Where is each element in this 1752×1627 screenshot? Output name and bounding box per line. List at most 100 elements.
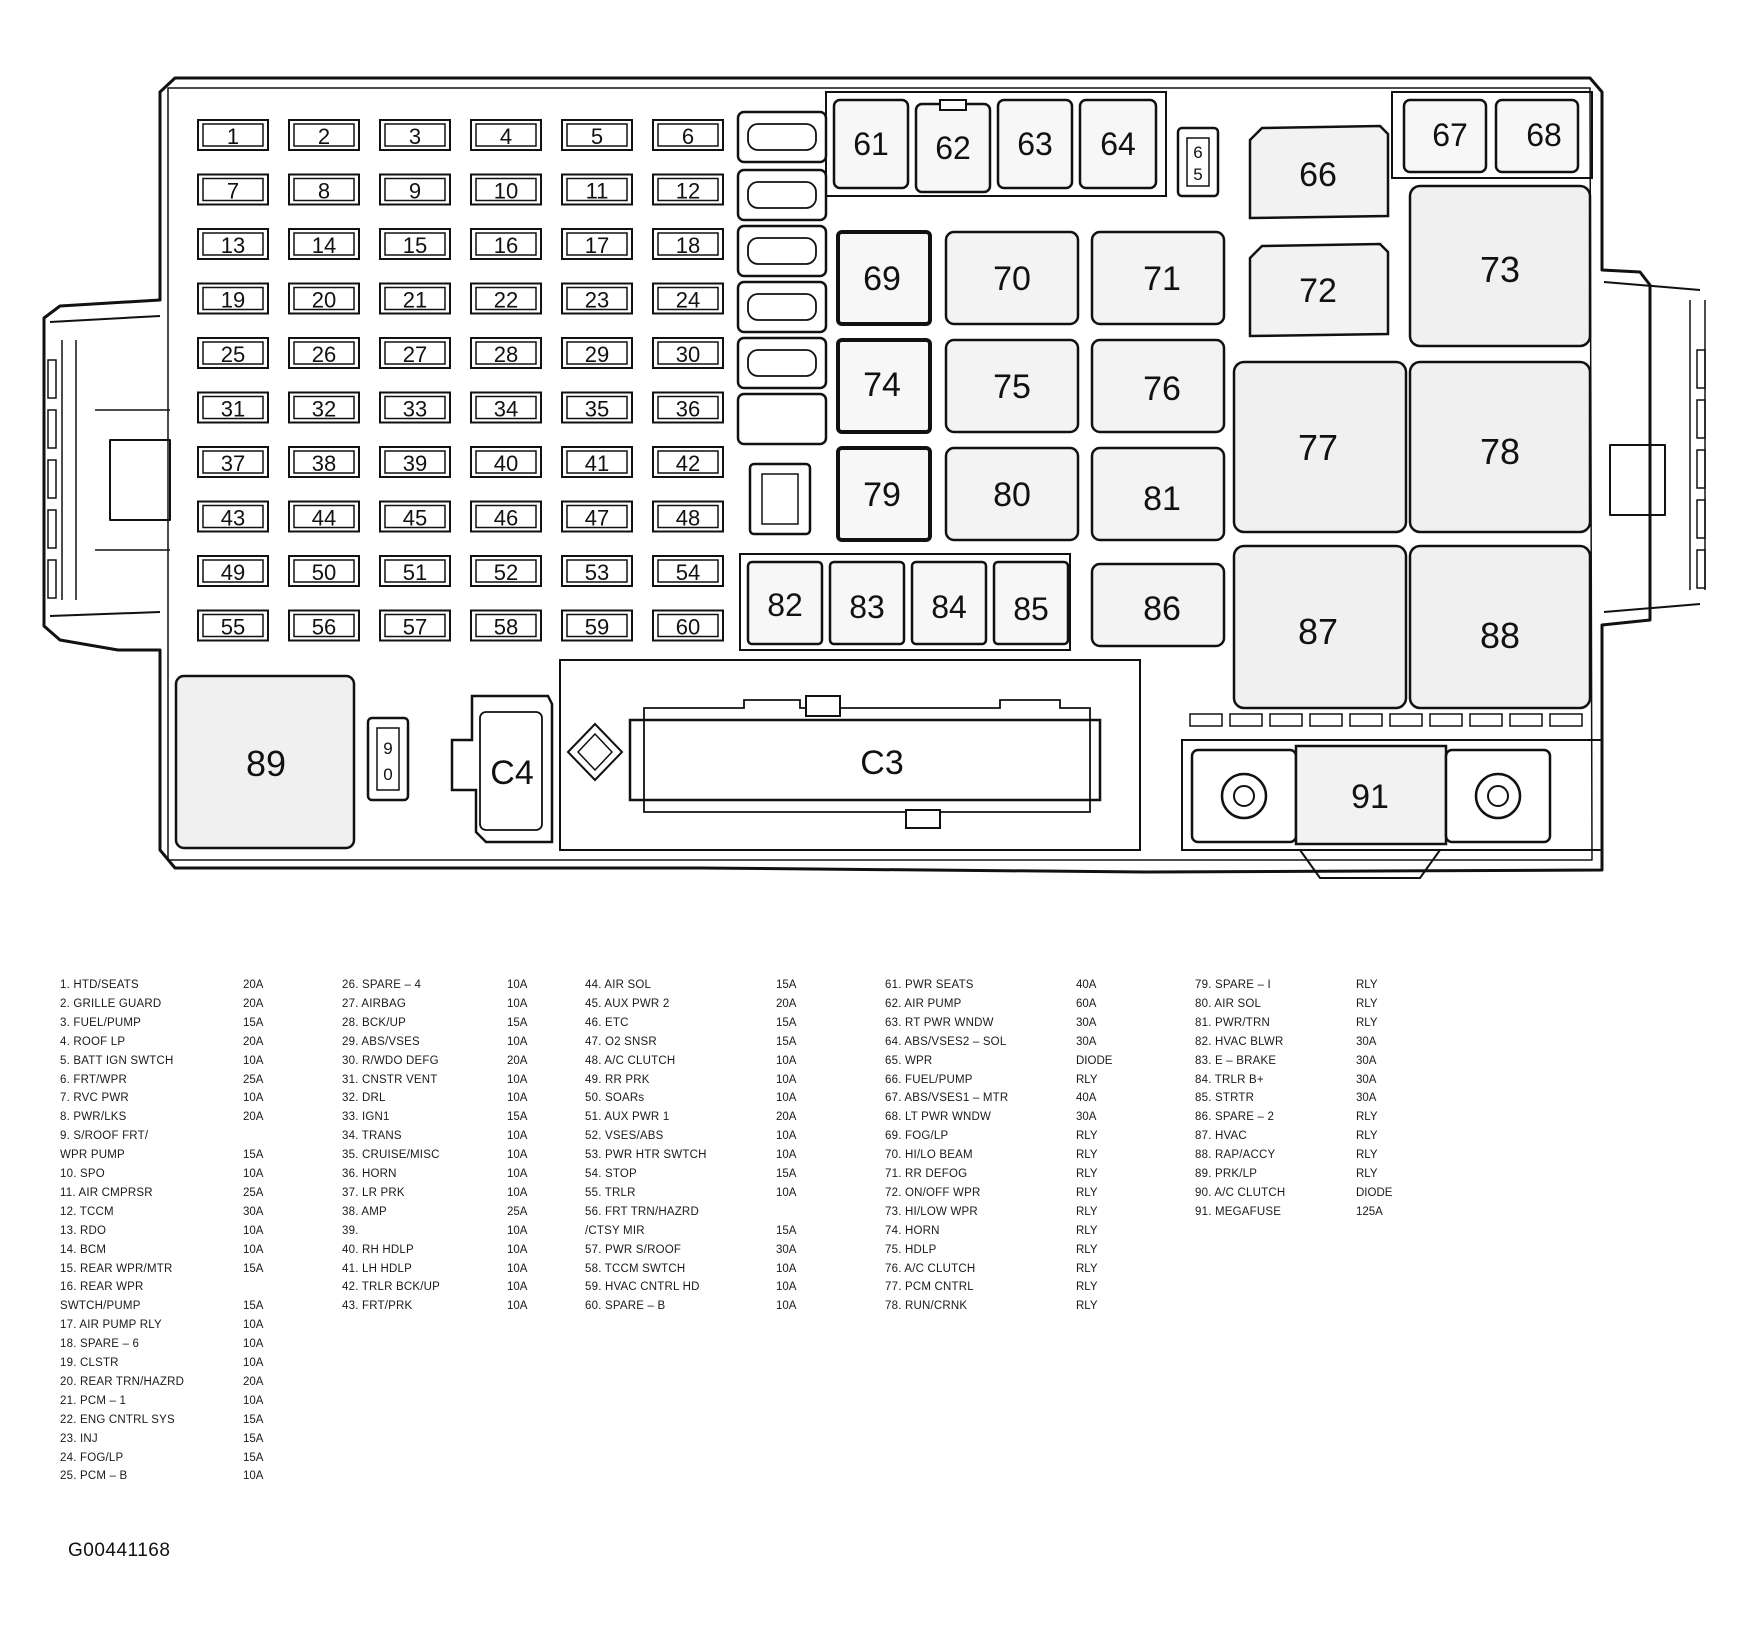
mini-fuse-label: 57 <box>403 615 427 640</box>
legend-label: 2. GRILLE GUARD <box>60 997 162 1010</box>
relay-77: 77 <box>1232 360 1408 534</box>
svg-text:70: 70 <box>993 260 1031 298</box>
svg-text:76: 76 <box>1143 370 1181 408</box>
mini-fuse-label: 48 <box>676 506 700 531</box>
svg-text:6: 6 <box>1193 143 1202 162</box>
legend-rating: 10A <box>776 1262 797 1275</box>
svg-text:72: 72 <box>1299 272 1337 310</box>
mini-fuse-label: 59 <box>585 615 609 640</box>
mini-fuse-43: 43 <box>197 500 269 533</box>
legend-rating: DIODE <box>1076 1054 1113 1067</box>
maxi-fuse-83: 83 <box>828 560 906 646</box>
mini-fuse-47: 47 <box>561 500 633 533</box>
mini-fuse-6: 6 <box>652 119 724 151</box>
mini-fuse-10: 10 <box>470 173 542 206</box>
fuse-box-housing <box>42 76 1652 874</box>
legend-rating: 10A <box>243 1357 264 1369</box>
mini-fuse-label: 5 <box>591 124 603 149</box>
relay-66: 66 <box>1248 124 1390 220</box>
legend-rating: 10A <box>776 1092 797 1105</box>
mini-fuse-label: 35 <box>585 397 609 422</box>
legend-label: 40. RH HDLP <box>342 1243 414 1256</box>
maxi-fuse-84: 84 <box>910 560 988 646</box>
mini-fuse-label: 46 <box>494 506 518 531</box>
legend-label: 36. HORN <box>342 1168 397 1180</box>
relay-88: 88 <box>1408 544 1592 710</box>
mini-fuse-41: 41 <box>561 446 633 478</box>
legend-rating: 10A <box>507 979 528 991</box>
legend-rating: RLY <box>1076 1149 1098 1162</box>
mini-fuse-label: 45 <box>403 506 427 531</box>
mini-fuse-label: 11 <box>586 179 609 204</box>
legend-rating: RLY <box>1076 1073 1098 1086</box>
legend-rating: 30A <box>1076 1016 1097 1029</box>
mini-fuse-19: 19 <box>197 282 269 315</box>
figure-id: G00441168 <box>68 1540 171 1561</box>
mini-fuse-11: 11 <box>561 173 633 206</box>
legend-label: 52. VSES/ABS <box>585 1130 664 1143</box>
mini-fuse-3: 3 <box>379 119 451 151</box>
mini-fuse-label: 29 <box>585 342 609 367</box>
relay-79: 79 <box>836 446 932 542</box>
legend-rating: 10A <box>243 1338 264 1351</box>
legend-label: WPR PUMP <box>60 1149 125 1162</box>
connector-c3: C3 <box>559 659 1141 851</box>
connector-c4: C4 <box>450 694 554 844</box>
legend-rating: 25A <box>243 1186 264 1199</box>
svg-text:80: 80 <box>993 476 1031 514</box>
legend-rating: RLY <box>1076 1224 1098 1237</box>
legend-label: 18. SPARE – 6 <box>60 1338 140 1351</box>
legend-rating: 10A <box>507 1243 528 1256</box>
mini-fuse-label: 1 <box>227 124 239 149</box>
mini-fuse-35: 35 <box>561 391 633 424</box>
legend-label: 65. WPR <box>885 1054 933 1067</box>
svg-text:84: 84 <box>931 589 967 625</box>
mini-fuse-label: 60 <box>676 615 700 640</box>
legend-label: 61. PWR SEATS <box>885 979 974 991</box>
legend-label: 4. ROOF LP <box>60 1035 126 1048</box>
legend-label: 21. PCM – 1 <box>60 1394 127 1407</box>
legend-rating: RLY <box>1356 1149 1378 1162</box>
legend-rating: RLY <box>1076 1205 1098 1218</box>
svg-text:79: 79 <box>863 476 901 514</box>
relay-71: 71 <box>1090 230 1226 326</box>
mini-fuse-label: 27 <box>403 342 427 367</box>
spare-slot <box>736 392 828 446</box>
legend-rating: RLY <box>1076 1186 1098 1199</box>
legend-rating: 125A <box>1356 1205 1383 1218</box>
mini-fuse-56: 56 <box>288 609 360 642</box>
legend-label: 73. HI/LOW WPR <box>885 1205 978 1218</box>
legend-rating: 15A <box>243 1413 264 1426</box>
legend-rating: 15A <box>776 1035 797 1048</box>
relay-64: 64 <box>1078 98 1158 190</box>
mini-fuse-label: 16 <box>494 233 518 258</box>
legend-rating: 30A <box>1356 1092 1377 1105</box>
legend-label: 87. HVAC <box>1195 1130 1247 1143</box>
svg-text:61: 61 <box>853 126 889 162</box>
legend-rating: RLY <box>1076 1262 1098 1275</box>
legend-rating: 10A <box>507 1224 528 1237</box>
legend-label: 88. RAP/ACCY <box>1195 1149 1276 1162</box>
mini-fuse-8: 8 <box>288 173 360 206</box>
mini-fuse-60: 60 <box>652 609 724 642</box>
svg-text:83: 83 <box>849 589 885 625</box>
mini-fuse-label: 18 <box>676 233 700 258</box>
legend-rating: RLY <box>1076 1243 1098 1256</box>
legend-label: 70. HI/LO BEAM <box>885 1149 973 1162</box>
legend-rating: 10A <box>507 1073 528 1086</box>
legend-label: 38. AMP <box>342 1205 387 1218</box>
legend-rating: 15A <box>243 1451 264 1464</box>
legend-label: 16. REAR WPR <box>60 1281 144 1294</box>
legend-rating: 10A <box>243 1319 264 1332</box>
spare-slot <box>736 280 828 334</box>
legend-label: 45. AUX PWR 2 <box>585 997 670 1010</box>
legend-rating: 20A <box>243 979 264 991</box>
diamond-marker <box>566 722 624 782</box>
mini-fuse-55: 55 <box>197 609 269 642</box>
legend-label: 83. E – BRAKE <box>1195 1054 1277 1067</box>
mini-fuse-17: 17 <box>561 228 633 260</box>
legend-label: 10. SPO <box>60 1168 105 1180</box>
svg-text:73: 73 <box>1480 249 1520 290</box>
